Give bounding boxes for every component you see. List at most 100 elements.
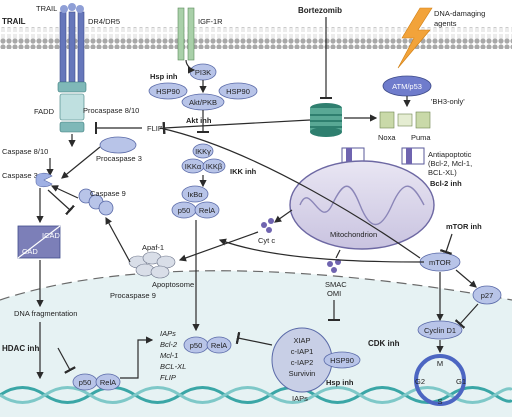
hsp-inh-bottom-label: Hsp inh [326,378,354,387]
cytc-dot [266,227,272,233]
xiap-label: XIAP [293,336,310,345]
dna-frag-label: DNA fragmentation [14,309,77,318]
p27-node [472,285,502,305]
ikkg-node [192,143,214,159]
hsp90-bottom-label: HSP90 [330,356,354,365]
omi-label: OMI [327,289,341,298]
smac-label: SMAC [325,280,347,289]
puma-label: Puma [411,133,431,142]
ciap2-label: c-IAP2 [291,358,314,367]
mitochondrion-label: Mitochondrion [330,230,377,239]
ikka-label: IKKα [185,162,202,171]
procaspase3-label: Procaspase 3 [96,154,142,163]
mtor-inh-label: mTOR inh [446,222,482,231]
dr-label: DR4/DR5 [88,17,120,26]
dna-helix [0,386,512,404]
apoptosome-label: Apoptosome [152,280,194,289]
bortezomib-label: Bortezomib [298,6,342,15]
cytc-label: Cyt c [258,236,275,245]
cell-cycle-ring [414,354,466,406]
trail-receptor [57,3,87,133]
trail-label: TRAIL [2,17,26,26]
trail-small-label: TRAIL [36,4,57,13]
bcl2-channels [341,147,425,165]
rela-nuc-label: RelA [100,378,116,387]
bh3-proteins [379,111,431,129]
cad-label: CAD [22,247,38,256]
cycle-m: M [437,359,443,368]
caspase3-shape [35,172,53,188]
caspase9-label: Caspase 9 [90,189,126,198]
pi3k-label: PI3K [195,68,211,77]
nucleus [0,270,512,417]
antiapoptotic-label-2: (Bcl-2, Mcl-1, [428,159,472,168]
cycle-g1: G1 [456,377,466,386]
hsp90-left [148,82,188,100]
fadd-label: FADD [34,107,55,116]
cyclind1-label: Cyclin D1 [424,326,456,335]
hsp-inh-top-label: Hsp inh [150,72,178,81]
apaf1-label: Apaf-1 [142,243,164,252]
smac-dot [331,267,337,273]
atm-label: ATM/p53 [392,82,422,91]
rela-node [194,201,220,219]
ciap1-label: c-IAP1 [291,347,314,356]
caspase3-label: Caspase 3 [2,171,38,180]
target-gene: Mcl-1 [160,351,178,360]
p50-nuc-label: p50 [79,378,92,387]
cytc-dot [261,222,267,228]
noxa-label: Noxa [378,133,396,142]
bh3-label: 'BH3-only' [431,97,465,106]
target-gene: FLIP [160,373,176,382]
antiapoptotic-label-1: Antiapoptotic [428,150,472,159]
rela-cyto-label: RelA [211,341,227,350]
cyclind1-node [417,320,463,340]
ikkb-label: IKKβ [206,162,223,171]
ikk-inh-label: IKK inh [230,167,257,176]
igf1r-label: IGF-1R [198,17,223,26]
caspase810-label: Caspase 8/10 [2,147,48,156]
p50-cyto-label: p50 [190,341,203,350]
dna-agents-label-2: agents [434,19,457,28]
mitochondrion [289,160,435,250]
proteasome [310,103,342,137]
dna-agents-label-1: DNA-damaging [434,9,485,18]
plasma-membrane [0,27,512,49]
target-genes: IAPs Bcl-2 Mcl-1 BCL-XL FLIP [160,329,186,382]
ikkg-label: IKKγ [195,147,211,156]
survivin-label: Survivin [289,369,316,378]
bcl2-inh-label: Bcl-2 inh [430,179,462,188]
caspase9-shape [78,188,114,216]
cdk-inh-label: CDK inh [368,339,400,348]
lightning-icon [397,7,433,69]
procaspase810-label: Procaspase 8/10 [83,106,139,115]
hsp90-left-label: HSP90 [156,87,180,96]
mtor-label: mTOR [429,258,452,267]
cycle-s: S [437,397,442,406]
hsp90-right-label: HSP90 [226,87,250,96]
target-gene: Bcl-2 [160,340,178,349]
akt-inh-label: Akt inh [186,116,212,125]
target-gene: BCL-XL [160,362,186,371]
procaspase9-label: Procaspase 9 [110,291,156,300]
cytc-dot [268,218,274,224]
rela-cyto-node [206,336,232,354]
hsp90-bottom [323,351,361,369]
antiapoptotic-label-3: BCL-XL) [428,168,457,177]
cycle-g2: G2 [415,377,425,386]
apoptosome [128,251,176,279]
target-gene: IAPs [160,329,176,338]
ikkb-node [202,158,226,174]
akt-label: Akt/PKB [189,98,217,107]
rela-nuc-node [95,373,121,391]
p50-label: p50 [178,206,191,215]
flip-label: FLIP [147,124,163,133]
rela-label: RelA [199,206,215,215]
procaspase3-node [99,136,137,154]
p27-label: p27 [481,291,494,300]
iaps-label: IAPs [292,394,308,403]
igf1r-receptor [177,7,195,61]
nuclear-envelope [0,270,512,301]
